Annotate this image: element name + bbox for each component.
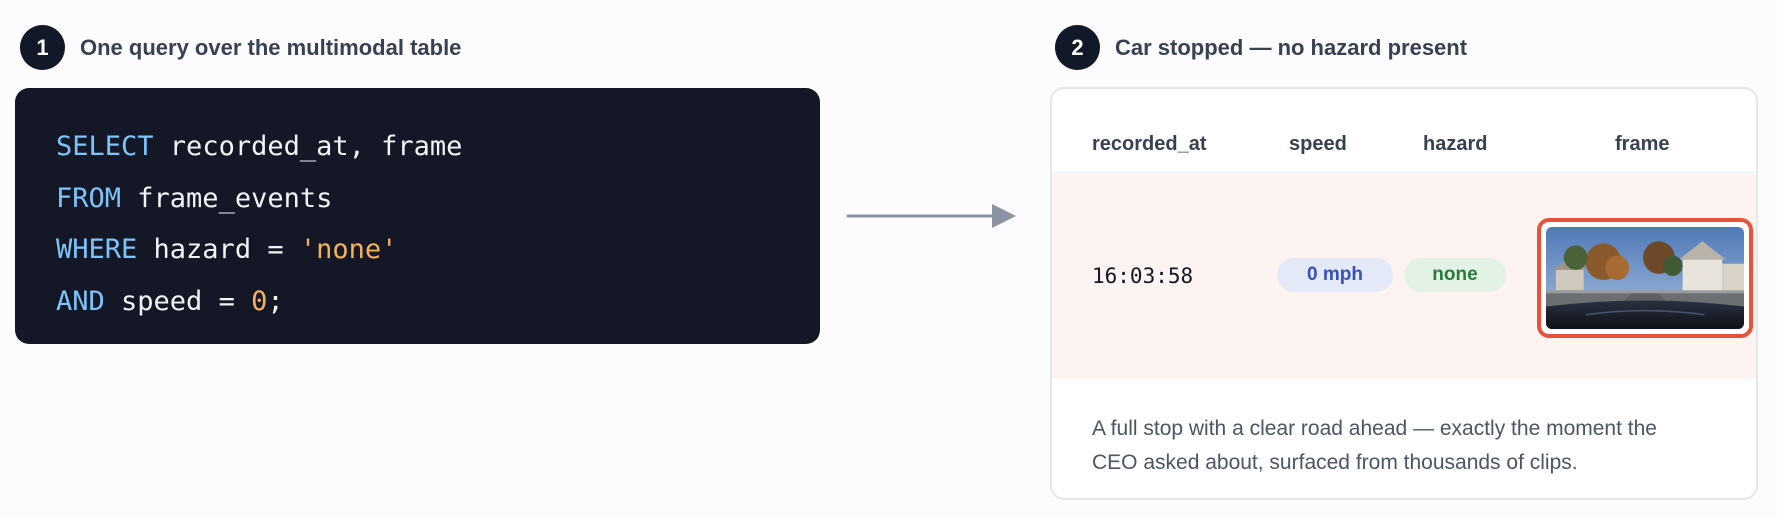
result-caption: A full stop with a clear road ahead — ex…	[1092, 417, 1657, 474]
string-literal-none: 'none'	[299, 234, 398, 265]
speed-badge: 0 mph	[1277, 258, 1393, 292]
number-literal-zero: 0	[251, 285, 268, 317]
step-2-badge: 2	[1055, 25, 1100, 70]
from-table: frame_events	[121, 182, 333, 214]
code-line-where: WHERE hazard = 'none'	[56, 233, 820, 285]
keyword-select: SELECT	[56, 131, 154, 162]
step-2-header: 2 Car stopped — no hazard present	[1055, 25, 1467, 70]
keyword-where: WHERE	[56, 234, 138, 265]
table-row[interactable]: 16:03:58 0 mph none	[1052, 174, 1756, 379]
step-1-header: 1 One query over the multimodal table	[20, 25, 461, 70]
header-hazard: hazard	[1423, 133, 1488, 155]
step-1-badge: 1	[20, 25, 65, 70]
header-speed: speed	[1289, 133, 1347, 155]
code-line-select: SELECT recorded_at, frame	[56, 130, 820, 182]
step-2-title: Car stopped — no hazard present	[1115, 34, 1468, 60]
keyword-from: FROM	[56, 182, 122, 214]
statement-terminator: ;	[267, 285, 284, 317]
code-line-and: AND speed = 0;	[56, 285, 820, 337]
sql-code-panel: SELECT recorded_at, frame FROM frame_eve…	[15, 88, 820, 344]
frame-thumbnail[interactable]	[1537, 218, 1753, 338]
where-condition: hazard =	[137, 234, 300, 265]
code-line-from: FROM frame_events	[56, 182, 820, 234]
step-1-title: One query over the multimodal table	[80, 34, 462, 60]
and-condition: speed =	[104, 285, 252, 317]
hazard-badge: none	[1404, 258, 1506, 292]
dashcam-frame-image	[1546, 227, 1744, 329]
header-recorded-at: recorded_at	[1092, 133, 1207, 155]
cell-recorded-at: 16:03:58	[1092, 264, 1194, 288]
arrow-right-icon	[846, 204, 1016, 228]
result-card: recorded_at speed hazard frame 16:03:58 …	[1050, 87, 1758, 500]
table-header: recorded_at speed hazard frame	[1052, 89, 1756, 173]
keyword-and: AND	[56, 285, 105, 317]
header-frame: frame	[1615, 133, 1670, 155]
select-columns: recorded_at, frame	[153, 131, 463, 162]
